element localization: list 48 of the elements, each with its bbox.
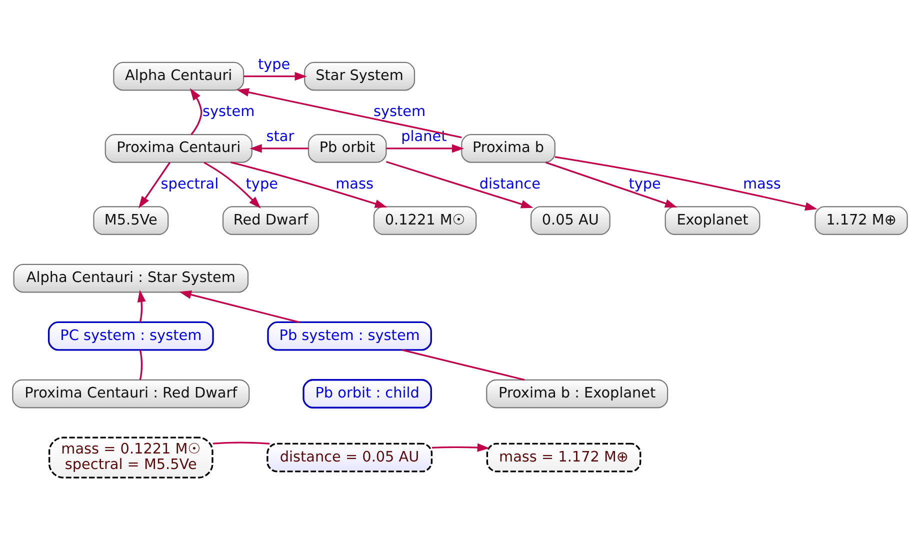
node-box: Pb orbit	[308, 134, 387, 163]
connector	[212, 442, 270, 444]
node-box: Proxima b : Exoplanet	[486, 379, 668, 408]
arrow	[190, 88, 202, 136]
connector	[139, 350, 143, 380]
node-box: Proxima Centauri : Red Dwarf	[12, 379, 250, 408]
node-box: mass = 1.172 M⊕	[486, 442, 642, 472]
arrow	[244, 72, 307, 81]
node-box: Pb orbit : child	[302, 379, 432, 408]
edge-label: mass	[336, 176, 374, 192]
edge-label: distance	[479, 176, 540, 192]
arrow	[554, 156, 818, 211]
edge-label: spectral	[160, 176, 219, 192]
edge-label: type	[258, 56, 290, 73]
arrow	[545, 162, 678, 208]
node-box: M5.5Ve	[93, 206, 169, 236]
node-box: 0.1221 M☉	[373, 206, 477, 236]
node-box: Proxima Centauri	[104, 134, 252, 163]
arrow	[250, 144, 308, 153]
node-box: PC system : system	[48, 321, 214, 351]
node-box: Alpha Centauri	[113, 62, 244, 91]
arrow	[138, 162, 171, 208]
arrow	[230, 162, 388, 208]
node-box: mass = 0.1221 M☉ spectral = M5.5Ve	[48, 436, 214, 478]
node-box: Exoplanet	[664, 206, 760, 236]
node-box: Proxima b	[461, 134, 556, 163]
edge-label: planet	[401, 129, 447, 146]
edge-label: type	[246, 176, 278, 192]
arrow	[137, 290, 146, 322]
edge-label: mass	[742, 176, 781, 192]
arrow	[386, 144, 464, 153]
arrow	[236, 88, 462, 138]
edge-label: system	[373, 104, 426, 120]
arrow	[432, 443, 490, 452]
node-box: distance = 0.05 AU	[266, 442, 433, 472]
node-box: Star System	[304, 62, 416, 91]
arrow	[386, 160, 534, 208]
node-box: 1.172 M⊕	[814, 206, 908, 236]
node-box: Alpha Centauri : Star System	[13, 264, 249, 293]
arrow	[204, 162, 261, 208]
edge-label: star	[266, 129, 294, 146]
edge-label: system	[202, 104, 255, 120]
node-box: 0.05 AU	[530, 206, 610, 236]
connector	[402, 349, 525, 381]
node-box: Pb system : system	[267, 321, 432, 351]
arrow	[179, 290, 300, 323]
edge-label: type	[628, 176, 661, 192]
node-box: Red Dwarf	[222, 206, 320, 236]
